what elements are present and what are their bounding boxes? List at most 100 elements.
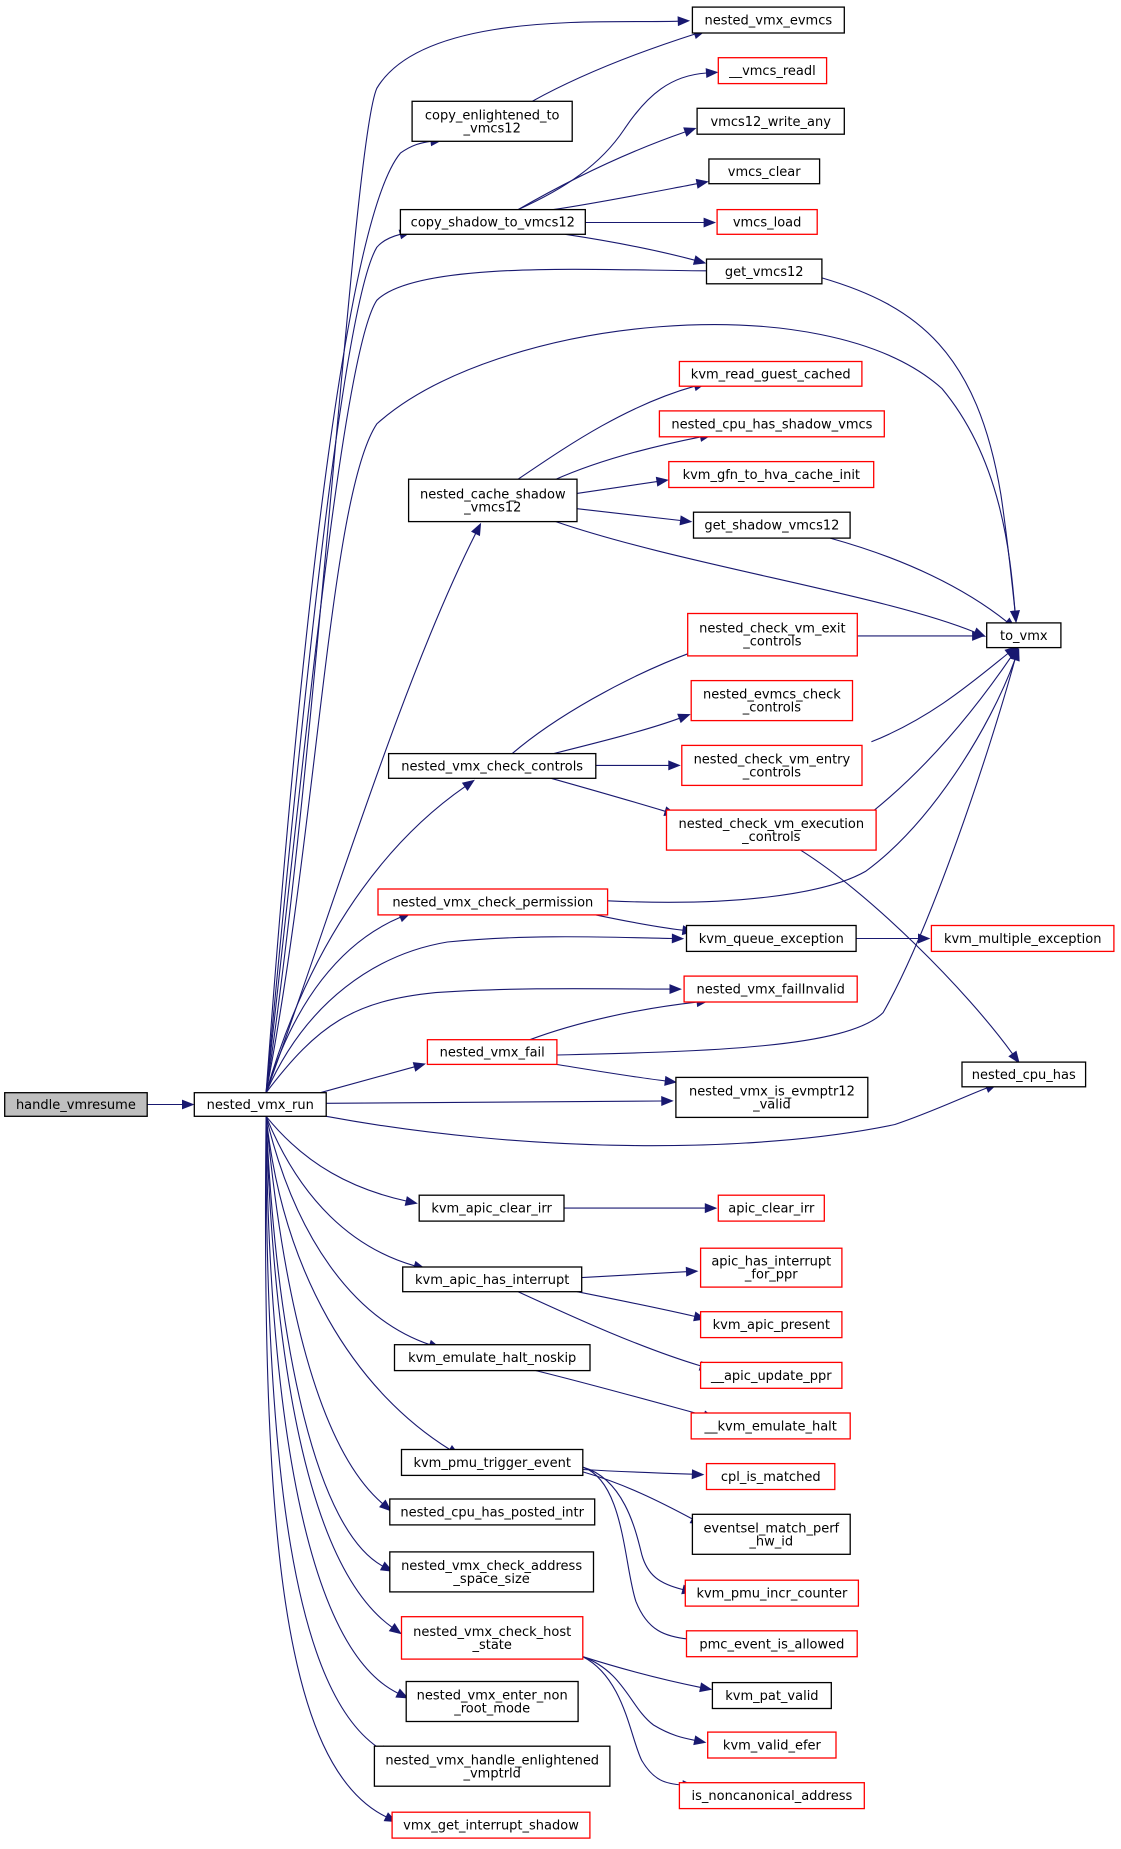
node-kvm-multiple-exception[interactable]: kvm_multiple_exception [930, 924, 1115, 953]
node-vmcs-readl[interactable]: __vmcs_readl [717, 57, 828, 85]
node-apic-has-interrupt-for-ppr[interactable]: apic_has_interrupt_for_ppr [699, 1247, 843, 1288]
node-nested-vmx-failInvalid[interactable]: nested_vmx_failInvalid [683, 975, 858, 1003]
node-label: pmc_event_is_allowed [699, 1637, 844, 1652]
edge-line [265, 1116, 383, 1567]
edge-arrowhead [471, 522, 482, 537]
node-nested-vmx-check-host-state[interactable]: nested_vmx_check_host_state [400, 1616, 584, 1660]
node-kvm-pat-valid: kvm_pat_valid [711, 1681, 832, 1710]
edge-line [265, 1116, 382, 1751]
edge-line [871, 654, 1014, 813]
edge-line [582, 1471, 693, 1520]
node-box [411, 100, 573, 142]
node-nested-cpu-has-shadow-vmcs[interactable]: nested_cpu_has_shadow_vmcs [658, 410, 885, 438]
edge-line [265, 1116, 430, 1346]
node-box [930, 924, 1115, 953]
edge-line [529, 1001, 698, 1041]
edge-arrowhead [972, 630, 985, 641]
node-nested-check-vm-entry-controls[interactable]: nested_check_vm_entry_controls [681, 744, 863, 787]
edge-line [535, 1370, 705, 1416]
edge-line [265, 1116, 393, 1628]
node-box [961, 1061, 1087, 1088]
edge-line [265, 988, 671, 1094]
node-label: _root_mode [453, 1702, 530, 1717]
node-handle-vmresume: handle_vmresume [4, 1092, 148, 1117]
edge-line [326, 1087, 987, 1147]
node-box [711, 1681, 832, 1710]
edge-arrowhead [1010, 610, 1020, 624]
node-nested-vmx-check-permission[interactable]: nested_vmx_check_permission [377, 888, 609, 916]
edge-arrowhead [677, 16, 691, 27]
edge-nested_vmx_run-to-nested_cpu_has [326, 1083, 998, 1147]
node-kvm-valid-efer[interactable]: kvm_valid_efer [707, 1731, 837, 1759]
node-label: _controls [742, 765, 802, 780]
node-nested-check-vm-exit-controls[interactable]: nested_check_vm_exit_controls [687, 612, 858, 657]
edge-handle_vmresume-to-nested_vmx_run [147, 1099, 195, 1110]
edge-arrowhead [683, 127, 697, 137]
edge-line [581, 1271, 687, 1279]
node-nested-vmx-fail[interactable]: nested_vmx_fail [426, 1039, 558, 1066]
edge-nested_vmx_run-to-kvm_emulate_halt_noskip [265, 1116, 442, 1350]
node-box [716, 208, 818, 235]
edge-arrowhead [1008, 1050, 1020, 1064]
edge-line [556, 1063, 666, 1082]
node-label: vmx_get_interrupt_shadow [403, 1819, 579, 1834]
node-vmx-get-interrupt-shadow[interactable]: vmx_get_interrupt_shadow [391, 1811, 591, 1839]
node-label: _vmcs12 [463, 121, 521, 136]
node-kvm-emulate-halt[interactable]: __kvm_emulate_halt [690, 1412, 851, 1440]
node-label: kvm_apic_present [713, 1318, 830, 1333]
edge-arrowhead [1010, 647, 1020, 662]
node-label: cpl_is_matched [721, 1470, 821, 1485]
node-box [687, 612, 858, 657]
edge-line [800, 849, 1014, 1055]
node-box [691, 6, 845, 34]
node-label: nested_vmx_evmcs [704, 14, 832, 29]
edge-nested_vmx_run-to-vmx_get_interrupt_shadow [264, 1116, 397, 1823]
node-label: vmcs_clear [728, 165, 802, 180]
edge-line [582, 1466, 689, 1640]
edge-line [576, 508, 681, 522]
node-apic-clear-irr[interactable]: apic_clear_irr [717, 1194, 825, 1222]
node-vmcs-load[interactable]: vmcs_load [716, 208, 818, 235]
edge-kvm_apic_has_interrupt-to-apic_has_interrupt_for_ppr [581, 1266, 699, 1279]
edge-arrowhead [693, 1735, 707, 1746]
node-get-shadow-vmcs12: get_shadow_vmcs12 [692, 511, 851, 539]
node-cpl-is-matched[interactable]: cpl_is_matched [705, 1462, 836, 1491]
node-nested-vmx-enter-non-root-mode: nested_vmx_enter_non_root_mode [405, 1680, 579, 1723]
node-pmc-event-is-allowed[interactable]: pmc_event_is_allowed [685, 1630, 858, 1658]
node-kvm-apic-present[interactable]: kvm_apic_present [699, 1311, 843, 1339]
node-apic-update-ppr[interactable]: __apic_update_ppr [699, 1361, 843, 1389]
node-box [389, 1551, 595, 1593]
node-kvm-pmu-trigger-event: kvm_pmu_trigger_event [400, 1448, 584, 1477]
node-box [405, 1680, 579, 1723]
node-label: nested_cpu_has_posted_intr [400, 1505, 584, 1520]
edge-line [265, 268, 707, 1093]
node-kvm-gfn-to-hva-cache-init[interactable]: kvm_gfn_to_hva_cache_init [668, 460, 875, 489]
edge-kvm_pmu_trigger_event-to-cpl_is_matched [582, 1468, 705, 1480]
node-kvm-pmu-incr-counter[interactable]: kvm_pmu_incr_counter [684, 1579, 860, 1607]
node-label: kvm_multiple_exception [944, 932, 1102, 947]
node-box [675, 1076, 869, 1119]
node-nested-evmcs-check-controls[interactable]: nested_evmcs_check_controls [690, 679, 854, 722]
node-label: vmcs12_write_any [710, 115, 831, 130]
node-label: vmcs_load [733, 216, 802, 231]
node-box [400, 1616, 584, 1660]
edge-nested_vmx_run-to-get_vmcs12 [265, 265, 719, 1093]
node-label: nested_check_vm_execution [678, 817, 864, 832]
node-box [400, 1448, 584, 1477]
node-kvm-read-guest-cached[interactable]: kvm_read_guest_cached [678, 360, 863, 387]
node-box [707, 1731, 837, 1759]
edge-nested_vmx_run-to-nested_vmx_is_evmptr12_valid [326, 1095, 674, 1106]
edge-nested_vmx_run-to-nested_vmx_failInvalid [265, 984, 682, 1094]
node-label: _valid [752, 1097, 791, 1112]
edge-line [565, 233, 695, 261]
node-box [684, 1579, 860, 1607]
node-nested-check-vm-execution-controls[interactable]: nested_check_vm_execution_controls [665, 809, 877, 851]
edge-line [511, 650, 695, 755]
node-label: _controls [741, 830, 801, 845]
edge-line [265, 1116, 399, 1694]
node-box [373, 1745, 611, 1787]
edge-nested_vmx_run-to-nested_cpu_has_posted_intr [265, 1116, 392, 1512]
edge-arrowhead [182, 1099, 195, 1110]
node-is-noncanonical-address[interactable]: is_noncanonical_address [678, 1782, 865, 1810]
node-label: nested_vmx_is_evmptr12 [689, 1084, 855, 1099]
